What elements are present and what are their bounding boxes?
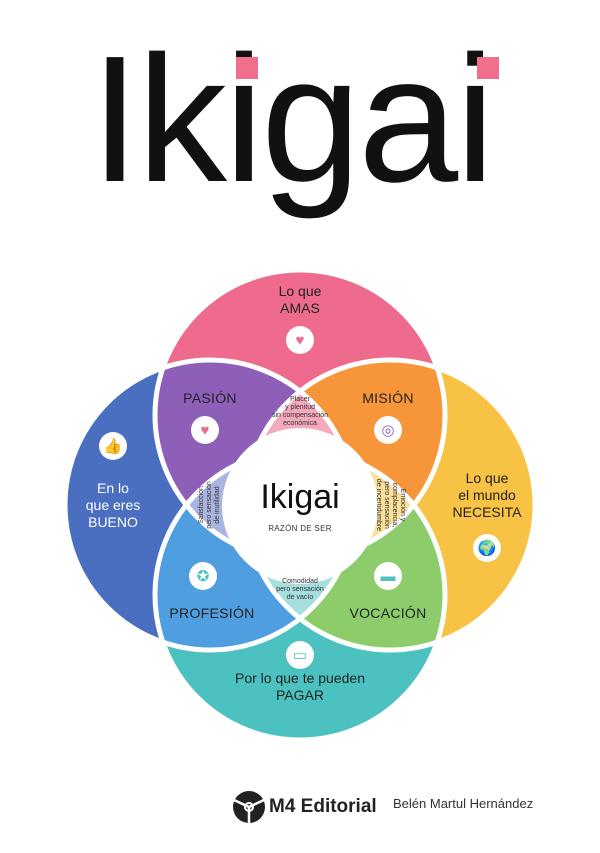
medal-icon: ✪ xyxy=(189,562,217,590)
heart-icon: ♥ xyxy=(286,326,314,354)
briefcase-icon: ▬ xyxy=(374,562,402,590)
lens-left xyxy=(155,450,355,560)
target-icon: ◎ xyxy=(374,416,402,444)
label-vocation: VOCACIÓN xyxy=(349,605,427,621)
book-title: Ikigai xyxy=(90,19,495,220)
heart-stars-icon: ♥ xyxy=(191,416,219,444)
money-icon: ▭ xyxy=(286,641,314,669)
label-mission: MISIÓN xyxy=(362,390,414,406)
center-title: Ikigai xyxy=(260,478,340,516)
lens-right xyxy=(245,450,445,560)
publisher-logo-icon xyxy=(233,791,265,823)
center-subtitle: RAZÓN DE SER xyxy=(268,524,332,533)
globe-icon: 🌍 xyxy=(473,534,501,562)
lens-bottom xyxy=(245,450,355,650)
publisher-logo: M4 Editorial xyxy=(232,790,377,824)
center-circle xyxy=(222,428,378,584)
title-dot-accent xyxy=(477,57,499,79)
title-dot-accent xyxy=(236,57,258,79)
label-profession: PROFESIÓN xyxy=(169,605,255,621)
label-passion: PASIÓN xyxy=(183,390,237,406)
thumbs-up-icon: 👍 xyxy=(99,432,127,460)
author-name: Belén Martul Hernández xyxy=(393,796,534,811)
lens-top xyxy=(245,360,355,560)
publisher-name: M4 Editorial xyxy=(269,796,377,817)
